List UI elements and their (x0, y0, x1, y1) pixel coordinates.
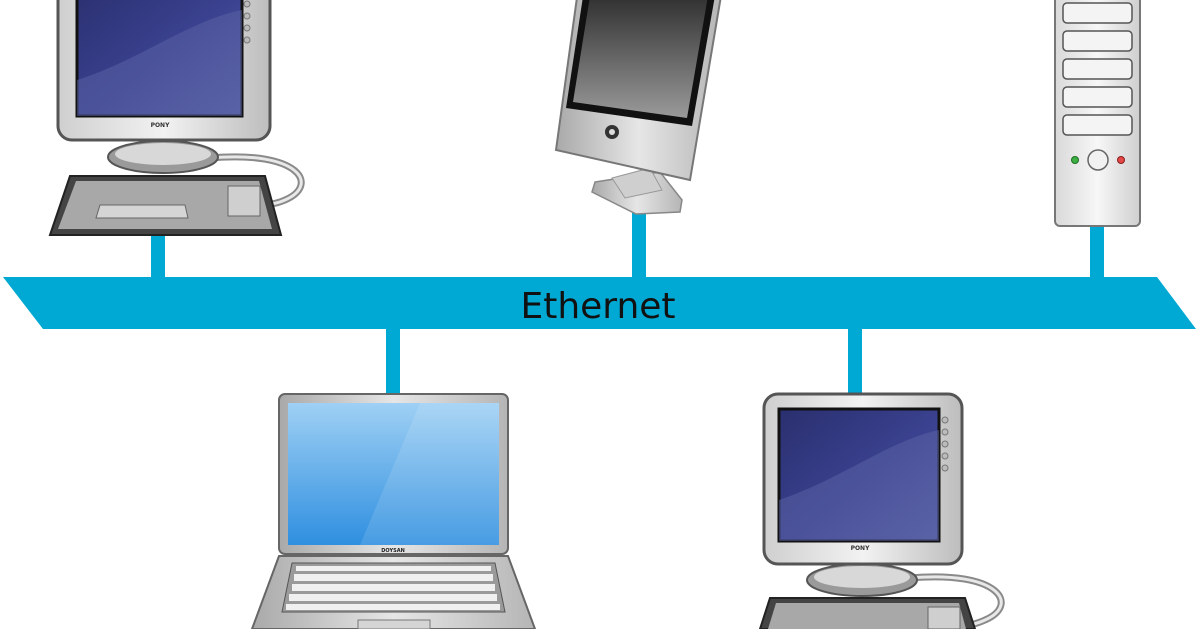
server-chassis (1054, 0, 1141, 227)
all-in-one-computer-top-center (554, 0, 722, 215)
connector-bottom-left (386, 328, 400, 394)
desktop-computer-bottom-right: PONY (758, 392, 1005, 629)
connector-top-right (1090, 226, 1104, 280)
laptop-computer-bottom-left: DOYSAN (250, 393, 537, 629)
monitor-brand: PONY (151, 122, 171, 129)
power-led-icon (1071, 156, 1079, 164)
drive-bay-3 (1062, 58, 1133, 80)
drive-bay-4 (1062, 86, 1133, 108)
keyboard-keys (286, 566, 500, 610)
monitor-brand: PONY (851, 545, 871, 552)
connector-top-left (151, 236, 165, 280)
connector-top-center (632, 212, 646, 280)
laptop-touchpad (357, 619, 431, 629)
drive-bay-1 (1062, 2, 1133, 24)
laptop-screen (288, 403, 499, 545)
power-button-icon (1087, 149, 1109, 171)
drive-bay-5 (1062, 114, 1133, 136)
ethernet-bus-label: Ethernet (520, 286, 675, 327)
ethernet-bus (3, 277, 1196, 329)
laptop-brand: DOYSAN (381, 548, 405, 554)
bus-connectors (151, 212, 1104, 394)
activity-led-icon (1117, 156, 1125, 164)
desktop-computer-top-left: PONY (48, 0, 305, 236)
drive-bay-2 (1062, 30, 1133, 52)
tower-server-top-right (1054, 0, 1141, 227)
connector-bottom-right (848, 328, 862, 394)
